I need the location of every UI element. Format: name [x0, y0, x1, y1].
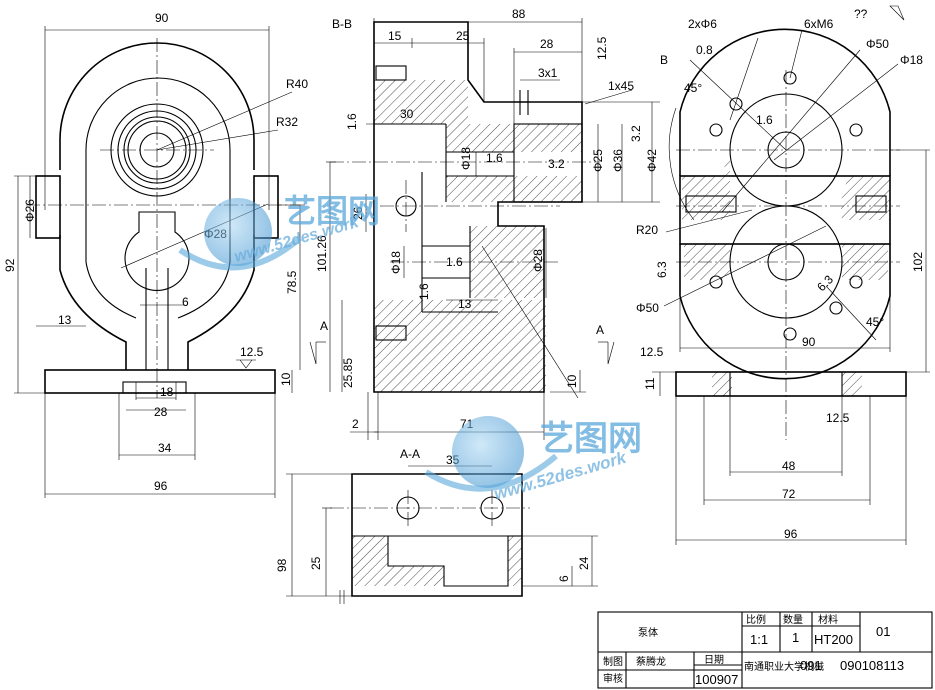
title-drawn-label: 制图 [603, 655, 623, 668]
dim-side-72: 72 [782, 487, 796, 501]
dim-bb-25-85: 25.85 [341, 358, 355, 388]
dim-side-r20: R20 [636, 223, 658, 237]
dim-front-r40: R40 [286, 77, 308, 91]
dim-aa-35: 35 [446, 453, 460, 467]
title-scale-value: 1:1 [750, 632, 768, 647]
title-part-name: 泵体 [638, 627, 658, 639]
label-section-b: B [660, 53, 668, 67]
dim-bb-13: 13 [458, 297, 472, 311]
title-qty-label: 数量 [783, 613, 803, 626]
dim-bb-30: 30 [400, 107, 414, 121]
dim-side-11: 11 [643, 377, 657, 390]
dim-bb-phi28: Φ28 [531, 249, 545, 272]
dim-side-45-bottom: 45° [866, 315, 884, 329]
dim-front-10: 10 [279, 372, 293, 386]
label-section-a-left: A [320, 319, 328, 333]
title-qty-value: 1 [792, 630, 799, 645]
title-material-label: 材料 [818, 613, 838, 626]
dim-bb-phi18-top: Φ18 [459, 147, 473, 170]
title-scale-label: 比例 [746, 613, 766, 626]
dim-side-12-5-bottom: 12.5 [826, 411, 850, 425]
side-view [652, 5, 930, 545]
dim-front-12-5: 12.5 [240, 345, 264, 359]
dim-aa-98: 98 [275, 558, 289, 572]
dim-bb-2: 2 [352, 417, 359, 431]
dim-bb-12-5: 12.5 [595, 36, 609, 60]
dim-side-90: 90 [802, 335, 816, 349]
dim-front-phi28: Φ28 [204, 227, 227, 241]
front-view [14, 26, 305, 498]
dim-bb-28: 28 [540, 37, 554, 51]
dim-side-45-top: 45° [684, 81, 702, 95]
dim-side-phi50-bottom: Φ50 [636, 301, 659, 315]
dim-bb-3x1: 3x1 [538, 66, 558, 80]
dim-bb-1x45: 1x45 [608, 79, 634, 93]
dim-bb-25: 25 [456, 29, 470, 43]
label-section-a-right: A [596, 323, 604, 337]
title-material-value: HT200 [814, 632, 853, 647]
title-check-label: 审核 [603, 672, 623, 685]
dim-front-width-90: 90 [155, 11, 169, 25]
dim-bb-1-6-top: 1.6 [345, 113, 359, 130]
dim-side-6-3-left: 6.3 [655, 261, 669, 278]
title-date-value: 100907 [695, 672, 738, 687]
dim-bb-88: 88 [512, 7, 526, 21]
dim-front-28: 28 [154, 405, 168, 419]
dim-bb-1-6-lower: 1.6 [446, 255, 463, 269]
title-school: 南通职业大学机械 [744, 660, 824, 673]
dim-side-unknown: ?? [854, 7, 868, 21]
dim-side-48: 48 [782, 459, 796, 473]
dim-side-96: 96 [784, 527, 798, 541]
dim-side-1-6: 1.6 [756, 113, 773, 127]
title-sheet-no: 01 [876, 624, 890, 639]
dim-front-r32: R32 [276, 115, 298, 129]
title-drawer: 蔡腾龙 [636, 655, 666, 668]
dim-front-34: 34 [158, 441, 172, 455]
dim-front-92: 92 [3, 258, 17, 272]
dim-side-phi50-top: Φ50 [866, 37, 889, 51]
dim-bb-71: 71 [460, 417, 474, 431]
label-section-b-b: B-B [332, 17, 352, 31]
title-student-no: 090108113 [840, 658, 904, 673]
title-date-label: 日期 [704, 654, 724, 666]
dim-bb-3-2-mid: 3.2 [548, 157, 565, 171]
dim-front-96: 96 [154, 479, 168, 493]
dim-front-6: 6 [182, 295, 189, 309]
dim-aa-24: 24 [577, 556, 591, 570]
dim-bb-101-26: 101.26 [315, 235, 329, 272]
dim-aa-6: 6 [557, 575, 571, 582]
title-class-code: 091 [800, 658, 822, 673]
dim-side-6-3-right: 6.3 [814, 272, 836, 294]
dim-bb-26: 26 [351, 206, 365, 220]
dim-front-78-5: 78.5 [285, 270, 299, 294]
dim-bb-15: 15 [388, 29, 402, 43]
dim-bb-1-6-left: 1.6 [417, 283, 431, 300]
dim-side-2xphi6: 2xΦ6 [688, 17, 717, 31]
dim-bb-phi36: Φ36 [611, 149, 625, 172]
section-b-b [309, 18, 660, 440]
dim-bb-phi25: Φ25 [591, 149, 605, 172]
label-section-a-a: A-A [400, 447, 420, 461]
dim-aa-25: 25 [309, 556, 323, 570]
dim-side-102: 102 [911, 252, 925, 272]
dim-front-13: 13 [58, 313, 72, 327]
dim-bb-1-6-mid: 1.6 [486, 151, 503, 165]
dim-bb-3-2-right: 3.2 [629, 125, 643, 142]
dim-front-18: 18 [160, 385, 174, 399]
title-block-frame [597, 611, 933, 689]
dim-side-0-8: 0.8 [696, 43, 713, 57]
dim-side-6xm6: 6xM6 [804, 17, 834, 31]
dim-bb-phi42: Φ42 [645, 149, 659, 172]
dim-side-phi18: Φ18 [900, 53, 923, 67]
dim-bb-phi18-bottom: Φ18 [389, 251, 403, 274]
dim-front-phi26: Φ26 [23, 199, 37, 222]
dim-side-12-5-left: 12.5 [640, 345, 664, 359]
dim-bb-10: 10 [565, 374, 579, 388]
